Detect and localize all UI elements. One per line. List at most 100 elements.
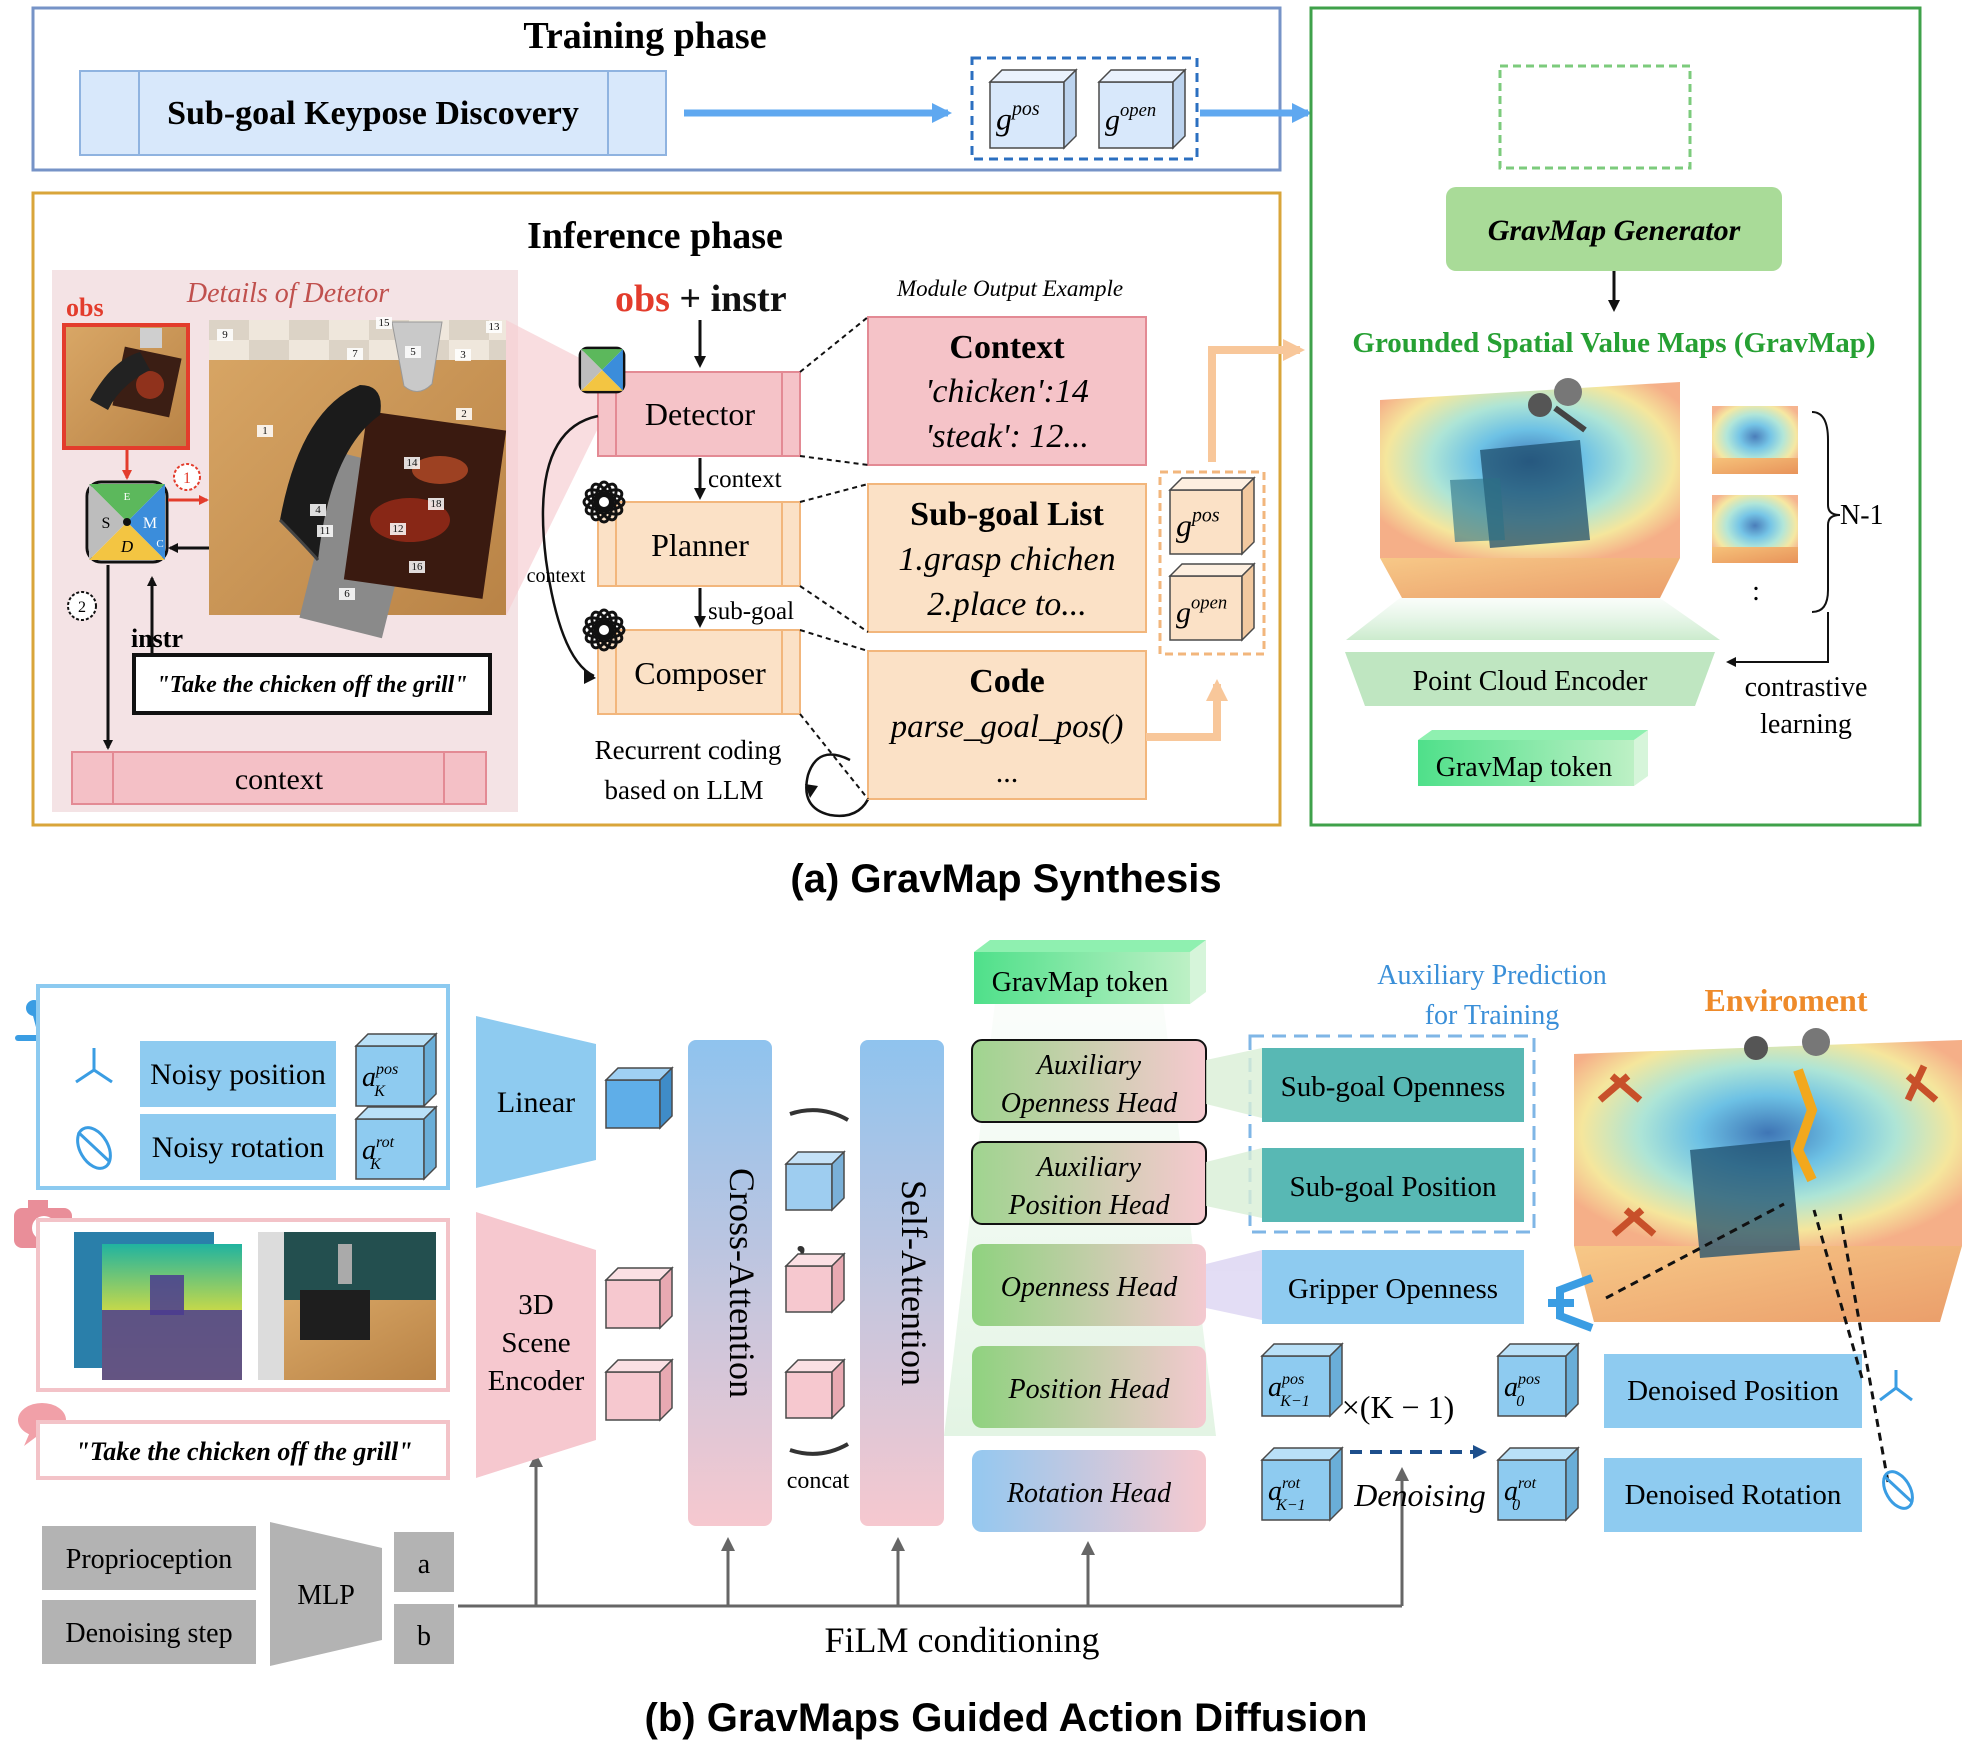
denoised-rotation-icon [1882, 1470, 1914, 1510]
aux-position-head-line2: Position Head [1008, 1190, 1171, 1221]
linear-box [476, 1016, 596, 1188]
proprioception-label: Proprioception [66, 1544, 232, 1575]
training-phase-title: Training phase [523, 15, 766, 57]
contrastive-line2: learning [1760, 709, 1852, 740]
goal-open-cube-training-label: gopen [1105, 100, 1156, 137]
scene-id-number: 4 [315, 504, 321, 516]
noisy-rotation-box [140, 1114, 336, 1180]
scene-id-number: 5 [410, 346, 416, 358]
detector-icon [578, 346, 626, 394]
concat-cube-1 [784, 1150, 846, 1212]
self-attention-label: Self-Attention [894, 1180, 934, 1386]
side-context-arrow [541, 414, 599, 678]
action-diffusion-panel: Noisy position Noisy rotation [14, 940, 1962, 1666]
inference-phase-panel: Inference phase Details of Detetor obs [31, 68, 1696, 827]
scene-id-number: 3 [460, 349, 466, 361]
step-2-badge [67, 591, 97, 621]
code-to-goal-arrow [1146, 679, 1228, 741]
subgoal-output-box [867, 483, 1147, 633]
subgoal-output-title: Sub-goal List [910, 496, 1104, 533]
noisy-position-label: Noisy position [150, 1058, 326, 1091]
environment-title: Enviroment [1705, 982, 1868, 1018]
subgoal-position-label: Sub-goal Position [1289, 1171, 1497, 1203]
inference-phase-title: Inference phase [527, 215, 783, 257]
scene-id-number: 1 [262, 425, 268, 437]
scene-id-number: 6 [344, 588, 350, 600]
icon-letter-d: D [120, 537, 134, 556]
denoising-label: Denoising [1353, 1477, 1486, 1513]
instr-label: instr [131, 624, 183, 653]
obs-instr-heading: obs + instr [615, 278, 787, 320]
openness-head-label: Openness Head [1001, 1272, 1179, 1303]
context-output-line2: 'steak': 12... [925, 418, 1089, 455]
composer-label: Composer [634, 655, 766, 691]
denoised-position-box [1604, 1354, 1862, 1428]
instruction-panel-b [36, 1420, 450, 1480]
position-axes-icon [75, 1048, 113, 1084]
point-cloud-encoder-label: Point Cloud Encoder [1413, 666, 1649, 697]
scene-id-number: 9 [222, 329, 228, 341]
linear-label: Linear [497, 1086, 575, 1119]
keypose-discovery-box [79, 70, 667, 156]
film-conditioning-label: FiLM conditioning [824, 1620, 1099, 1660]
step-1-badge [173, 463, 201, 491]
rotation-icon [76, 1126, 112, 1170]
aux-openness-head-line1: Auxiliary [1035, 1050, 1142, 1081]
detector-label: Detector [645, 396, 756, 432]
gravmap-token-a-label: GravMap token [1436, 752, 1613, 783]
gravmap-visualization [1346, 378, 1720, 640]
goal-open-cube-inference: gopen [1168, 562, 1256, 642]
scene-id-number: 11 [320, 525, 331, 537]
aux-prediction-line1: Auxiliary Prediction [1377, 960, 1606, 991]
scene-id-tag [339, 588, 355, 600]
goal-open-cube-inference-label: gopen [1176, 593, 1227, 630]
subgoal-output-line1: 1.grasp chichen [898, 541, 1115, 578]
gravmap-thumbnail-2 [1712, 495, 1798, 563]
position-head-label: Position Head [1008, 1374, 1171, 1405]
rotation-head-label: Rotation Head [1006, 1478, 1172, 1509]
gravmap-generator-box [1446, 187, 1782, 271]
caption-b: (b) GravMaps Guided Action Diffusion [645, 1696, 1368, 1740]
scene-id-tag [217, 329, 233, 341]
environment-visualization [1574, 1028, 1962, 1322]
film-b-label: b [417, 1621, 431, 1652]
gravmap-ellipsis: : [1752, 576, 1760, 607]
subgoal-arrow-label: sub-goal [708, 598, 794, 625]
icon-letter-m: M [143, 515, 157, 532]
scene-id-tag [455, 349, 471, 361]
module-output-connectors [799, 316, 869, 800]
aux-openness-head-line2: Openness Head [1001, 1088, 1179, 1119]
caption-a: (a) GravMap Synthesis [790, 857, 1221, 901]
scene-encoder-line3: Encoder [488, 1365, 585, 1397]
recurrent-coding-line2: based on LLM [605, 775, 764, 805]
gripper-openness-box [1262, 1250, 1524, 1324]
scene-id-number: 13 [489, 321, 501, 333]
scene-encoder-line2: Scene [501, 1327, 570, 1359]
scene-id-number: 15 [379, 317, 391, 329]
film-a-box [394, 1532, 454, 1592]
concat-paren-close [789, 1442, 849, 1456]
scene-id-number: 7 [352, 348, 358, 360]
goal-pos-cube-inference: gpos [1168, 476, 1256, 556]
n-1-label: N-1 [1840, 500, 1884, 531]
module-output-title: Module Output Example [896, 276, 1123, 301]
noisy-position-box [140, 1041, 336, 1107]
goal-pos-cube-inference-label: gpos [1176, 505, 1220, 543]
gripper-openness-label: Gripper Openness [1288, 1273, 1498, 1305]
gravmap-title: Grounded Spatial Value Maps (GravMap) [1352, 327, 1875, 359]
denoised-rotation-box [1604, 1458, 1862, 1532]
module-icon [85, 480, 169, 564]
contrastive-arrow [1728, 612, 1829, 663]
planner-label: Planner [651, 527, 749, 563]
scene-id-tag [409, 561, 425, 573]
context-bar-label: context [235, 763, 324, 796]
depth-image [74, 1232, 242, 1380]
gravmap-generator-label: GravMap Generator [1488, 214, 1741, 247]
subgoal-openness-label: Sub-goal Openness [1281, 1071, 1506, 1103]
scene-id-number: 18 [431, 498, 443, 510]
